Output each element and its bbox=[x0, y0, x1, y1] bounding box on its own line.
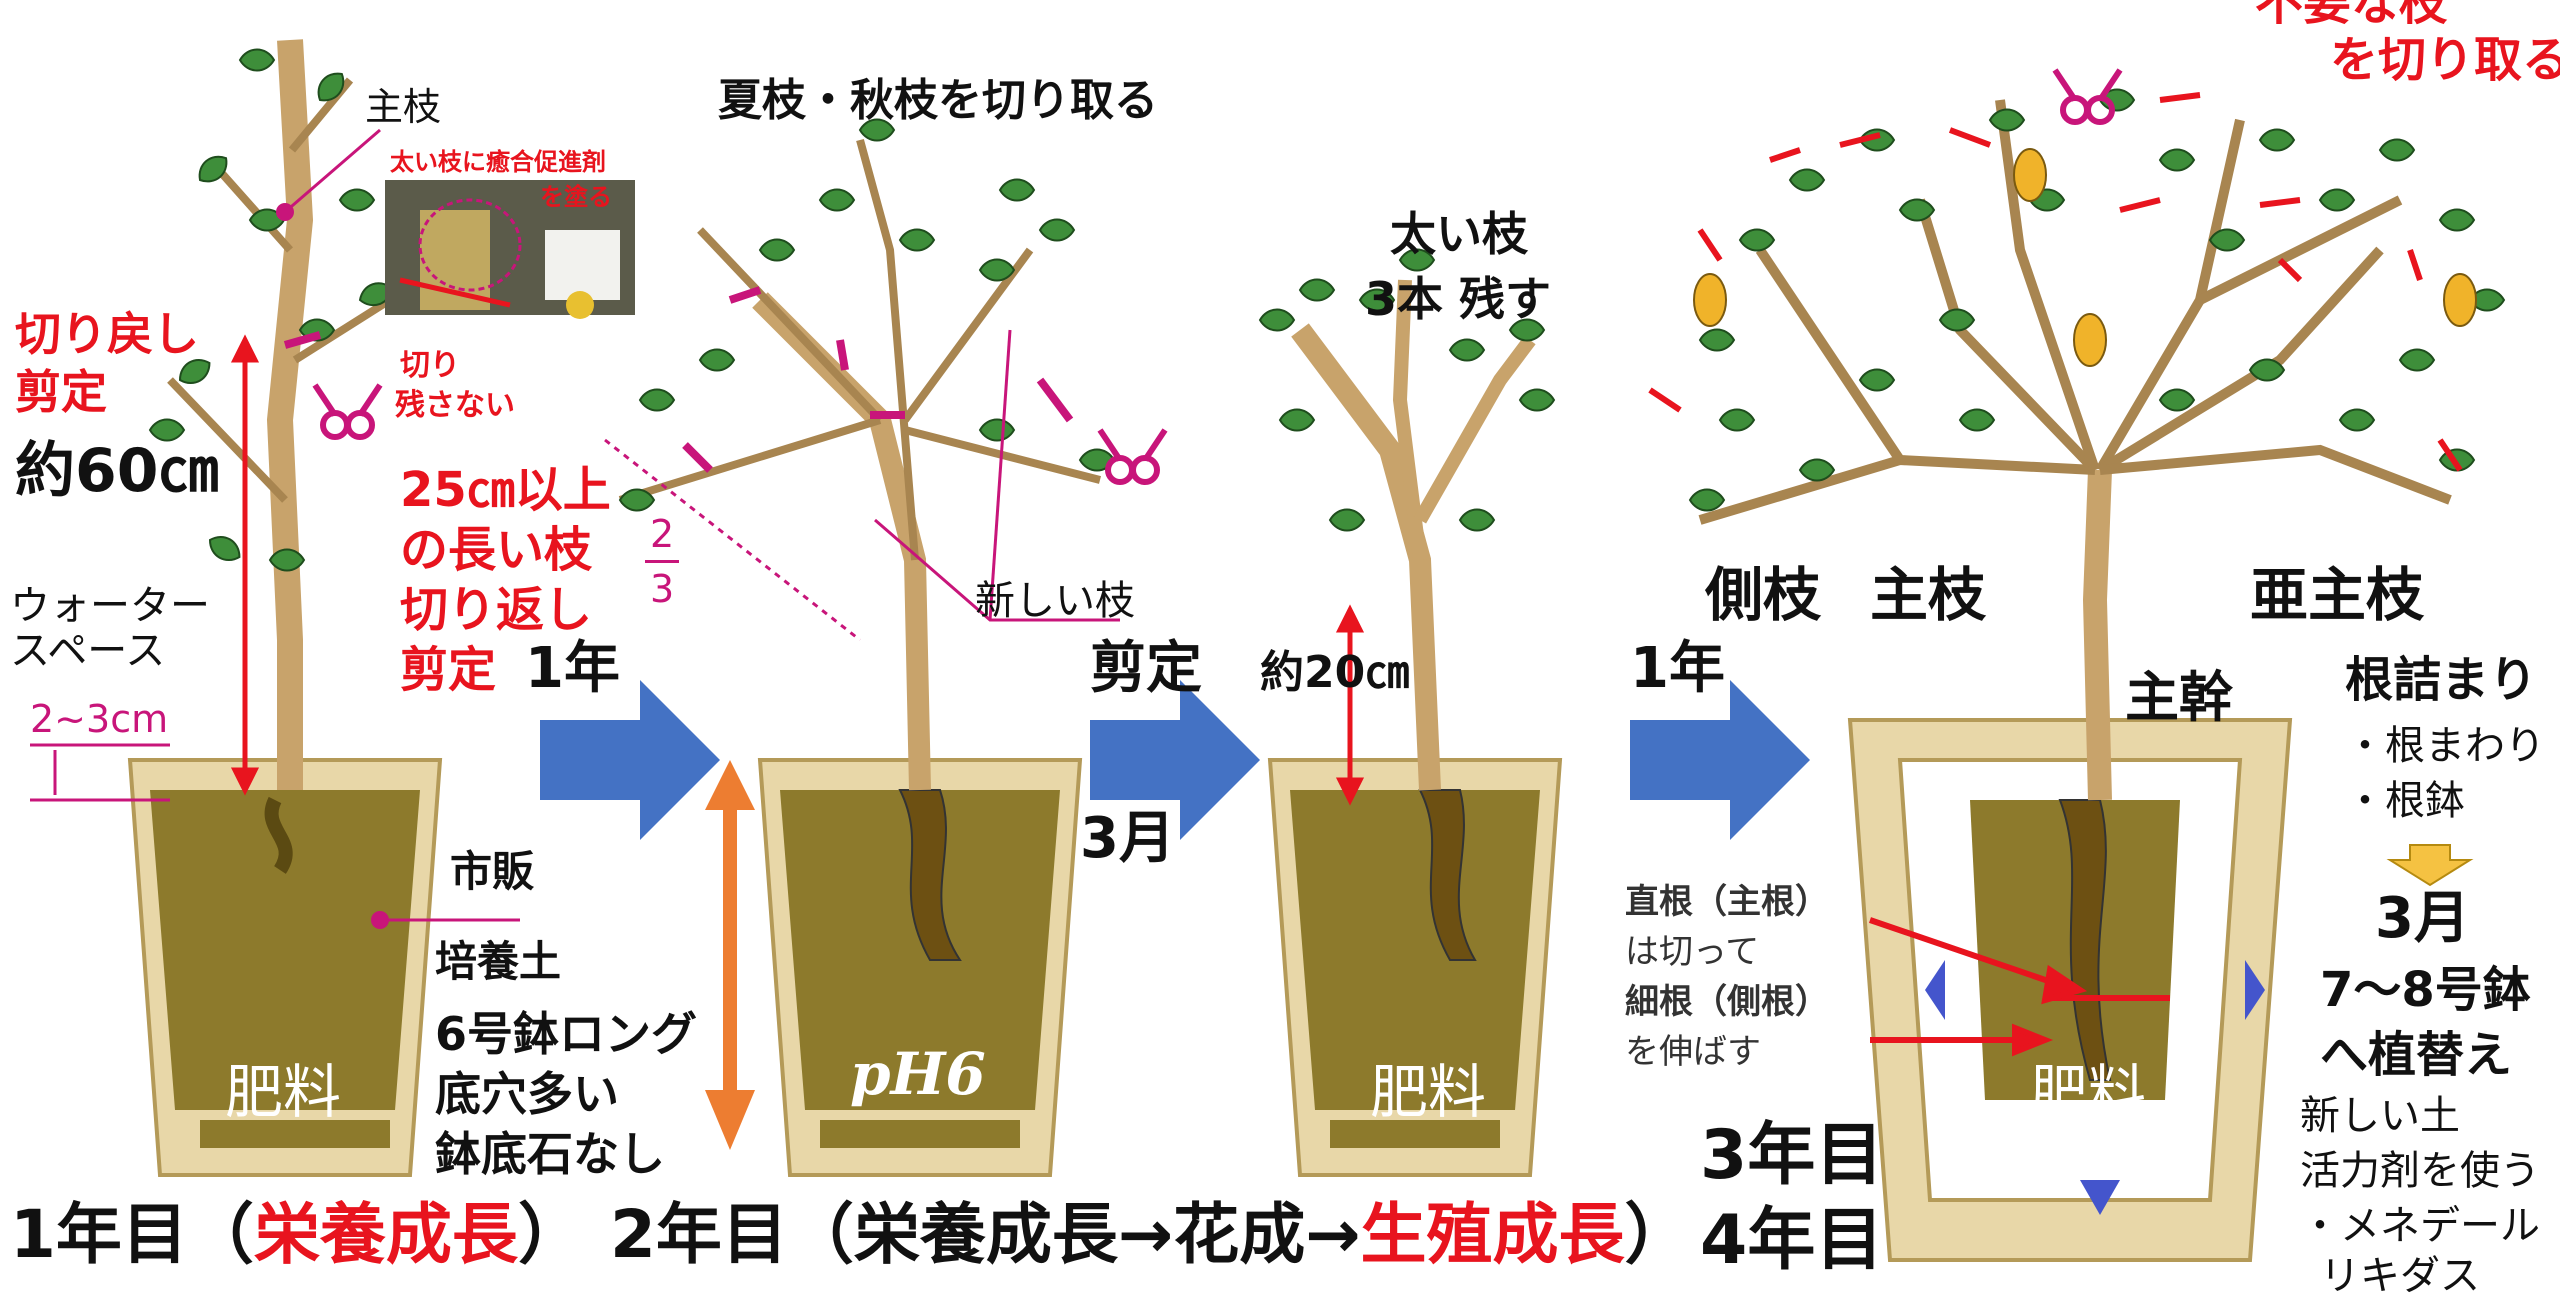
water-space-indicator bbox=[30, 743, 170, 802]
activator-label: 活力剤を使う bbox=[2300, 1148, 2540, 1194]
side-branch-label: 側枝 bbox=[1705, 561, 1822, 629]
two-thirds-num: 2 bbox=[650, 512, 675, 556]
menedeal-label: ・メネデール bbox=[2300, 1203, 2540, 1249]
prune-label: 剪定 bbox=[1090, 636, 1202, 701]
progress-arrow-1 bbox=[540, 680, 720, 840]
year1-suffix: ） bbox=[517, 1196, 584, 1273]
fraction-bar bbox=[645, 560, 679, 563]
main-branch-label-b: 主枝 bbox=[1870, 561, 1987, 629]
orange-depth-arrow bbox=[705, 760, 755, 1150]
tree-2 bbox=[618, 138, 1101, 791]
water-space-1: ウォーター bbox=[10, 583, 210, 629]
one-year-label-b: 1年 bbox=[1630, 636, 1725, 701]
two-thirds-den: 3 bbox=[650, 567, 675, 611]
tree-3 bbox=[1291, 279, 1536, 791]
sub-main-label: 亜主枝 bbox=[2250, 561, 2425, 629]
no-stub-1: 切り bbox=[400, 348, 460, 383]
culture-soil-label: 培養土 bbox=[435, 937, 562, 986]
cut-marks-4 bbox=[1648, 92, 2463, 472]
pot-2 bbox=[757, 758, 1083, 1177]
year1-prefix: 1年目（ bbox=[10, 1196, 254, 1273]
main-branch-label: 主枝 bbox=[365, 85, 442, 129]
summer-autumn-title: 夏枝・秋枝を切り取る bbox=[718, 75, 1158, 126]
year2-reproductive: 生殖成長 bbox=[1360, 1196, 1625, 1273]
root-pointer-arrows bbox=[1869, 917, 2088, 1057]
march-label-b: 3月 bbox=[2375, 886, 2470, 951]
rikidas-label: リキダス bbox=[2320, 1253, 2480, 1299]
no-stones-label: 鉢底石なし bbox=[435, 1127, 665, 1181]
tap-root-rest: は切って bbox=[1625, 932, 1760, 972]
fertilizer-label-1: 肥料 bbox=[225, 1058, 342, 1126]
pot6-label: 6号鉢ロング bbox=[435, 1007, 698, 1061]
no-stub-2: 残さない bbox=[395, 388, 515, 423]
wound-paste-photo bbox=[385, 180, 635, 319]
root-ball-label: ・根鉢 bbox=[2345, 778, 2465, 824]
fertilizer-label-4: 肥料 bbox=[2030, 1058, 2147, 1126]
root-around-label: ・根まわり bbox=[2345, 723, 2545, 769]
commercial-label: 市販 bbox=[450, 847, 535, 896]
thick-branch-2: 3本 残す bbox=[1365, 272, 1552, 326]
year4-label: 4年目 bbox=[1700, 1201, 1884, 1280]
unneeded-2: を切り取る bbox=[2330, 32, 2560, 88]
branch-marker-dots bbox=[276, 128, 520, 929]
progress-arrow-3 bbox=[1630, 680, 1810, 840]
year2-suffix: ） bbox=[1624, 1196, 1691, 1273]
long-branch-2: の長い枝 bbox=[400, 522, 593, 578]
fine-root-bold: 細根（側根） bbox=[1625, 982, 1829, 1022]
long-branch-3: 切り返し bbox=[400, 582, 593, 638]
year1-vegetative: 栄養成長 bbox=[253, 1196, 518, 1273]
cutback-label-1: 切り戻し bbox=[15, 307, 199, 361]
cutback-label-2: 剪定 bbox=[15, 365, 107, 419]
repot-down-arrow bbox=[2386, 844, 2474, 887]
fertilizer-label-3: 肥料 bbox=[1370, 1058, 1487, 1126]
long-branch-1: 25㎝以上 bbox=[400, 462, 611, 518]
approx-60cm: 約60㎝ bbox=[15, 436, 219, 506]
long-branch-4: 剪定 bbox=[400, 642, 497, 698]
tap-root-bold: 直根（主根） bbox=[1625, 882, 1829, 922]
height-arrows bbox=[230, 334, 1365, 806]
water-space-cm: 2~3cm bbox=[30, 697, 169, 741]
pot-3 bbox=[1267, 758, 1563, 1177]
heal-note-2: を塗る bbox=[540, 183, 612, 211]
thick-branch-1: 太い枝 bbox=[1390, 207, 1528, 261]
unneeded-1: 不要な枝 bbox=[2255, 0, 2448, 31]
scissors-icon bbox=[312, 68, 2123, 485]
ph6-label: pH6 bbox=[850, 1040, 986, 1108]
new-branch-label: 新しい枝 bbox=[975, 578, 1135, 624]
year2-prefix: 2年目（栄養成長→花成→ bbox=[610, 1196, 1361, 1273]
approx-20cm: 約20㎝ bbox=[1260, 647, 1410, 698]
year1-stage: 1年目（栄養成長） bbox=[10, 1200, 584, 1269]
pot78-label: 7〜8号鉢 bbox=[2320, 962, 2531, 1018]
repot-label: へ植替え bbox=[2320, 1027, 2513, 1083]
fine-root-rest: を伸ばす bbox=[1625, 1032, 1761, 1072]
many-holes-label: 底穴多い bbox=[435, 1067, 619, 1121]
lemon-fruits bbox=[1693, 148, 2477, 367]
cut-marks-2 bbox=[682, 286, 1074, 473]
march-label-a: 3月 bbox=[1080, 806, 1175, 871]
year3-label: 3年目 bbox=[1700, 1116, 1884, 1195]
year2-stage: 2年目（栄養成長→花成→生殖成長） bbox=[610, 1200, 1691, 1269]
rootbound-label: 根詰まり bbox=[2345, 652, 2538, 708]
water-space-2: スペース bbox=[10, 628, 166, 674]
new-soil-label: 新しい土 bbox=[2300, 1093, 2460, 1139]
tree-4-leaves bbox=[1689, 88, 2505, 512]
trunk-label: 主幹 bbox=[2125, 666, 2233, 729]
one-year-label-a: 1年 bbox=[525, 636, 620, 701]
pot-1 bbox=[127, 758, 443, 1177]
progress-arrow-2 bbox=[1090, 680, 1260, 840]
heal-note-1: 太い枝に癒合促進剤 bbox=[390, 148, 606, 176]
